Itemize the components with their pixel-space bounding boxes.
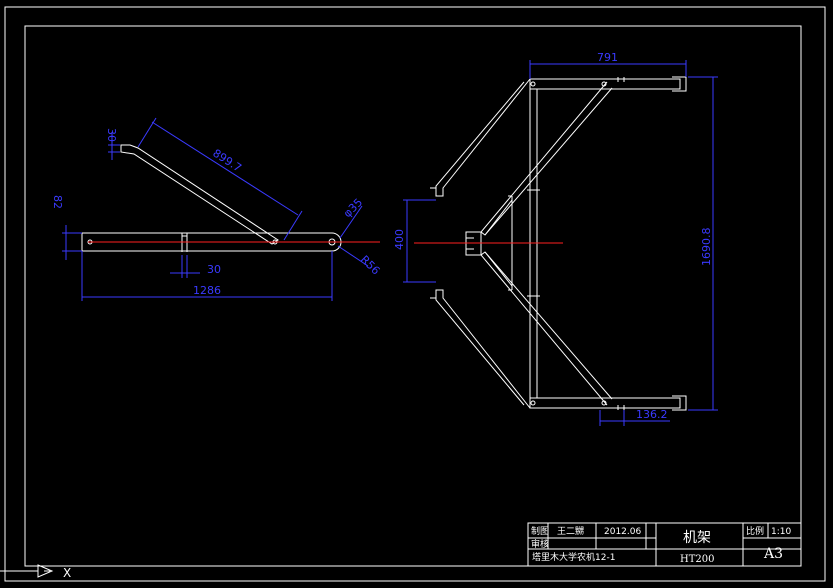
main-beam bbox=[81, 232, 342, 252]
dim-791: 791 bbox=[597, 51, 618, 64]
title-block-scale: 1:10 bbox=[771, 527, 791, 537]
title-block-date: 2012.06 bbox=[604, 527, 641, 537]
title-block-part-name: 机架 bbox=[683, 530, 711, 546]
title-block-sheet-size: A3 bbox=[763, 546, 783, 562]
diagonal-brace bbox=[120, 144, 279, 245]
side-view-dimensions bbox=[62, 117, 369, 301]
dim-r56: R56 bbox=[358, 253, 382, 277]
title-block-label-checked: 审核 bbox=[531, 538, 549, 550]
ucs-axis-x-label: X bbox=[63, 566, 71, 580]
upper-inner-diagonal bbox=[480, 81, 613, 236]
lower-inner-diagonal bbox=[480, 251, 613, 406]
dim-30-bottom: 30 bbox=[207, 263, 221, 276]
title-block-label-scale: 比例 bbox=[746, 525, 764, 537]
dim-phi-35: φ35 bbox=[341, 196, 365, 220]
dim-1690-8: 1690.8 bbox=[700, 228, 713, 267]
dim-899-7: 899.7 bbox=[210, 147, 243, 175]
title-block-drafter: 王二嬲 bbox=[557, 525, 584, 537]
dim-136-2: 136.2 bbox=[636, 408, 668, 421]
top-view-dimensions bbox=[403, 60, 718, 426]
top-view bbox=[430, 76, 687, 411]
ucs-icon bbox=[0, 564, 54, 578]
dim-82: 82 bbox=[51, 195, 64, 209]
dim-30-top: 30 bbox=[105, 128, 118, 142]
hitch bbox=[465, 231, 482, 256]
dim-1286: 1286 bbox=[193, 284, 221, 297]
title-block-material: HT200 bbox=[680, 554, 714, 565]
title-block-label-drawn: 制图 bbox=[531, 525, 549, 537]
title-block bbox=[527, 522, 802, 567]
side-view bbox=[81, 144, 342, 252]
dim-400: 400 bbox=[393, 229, 406, 250]
lower-outer-arm bbox=[435, 289, 531, 409]
upper-outer-arm bbox=[435, 78, 531, 197]
sheet-border bbox=[4, 6, 826, 582]
title-block-school: 塔里木大学农机12-1 bbox=[532, 551, 615, 563]
